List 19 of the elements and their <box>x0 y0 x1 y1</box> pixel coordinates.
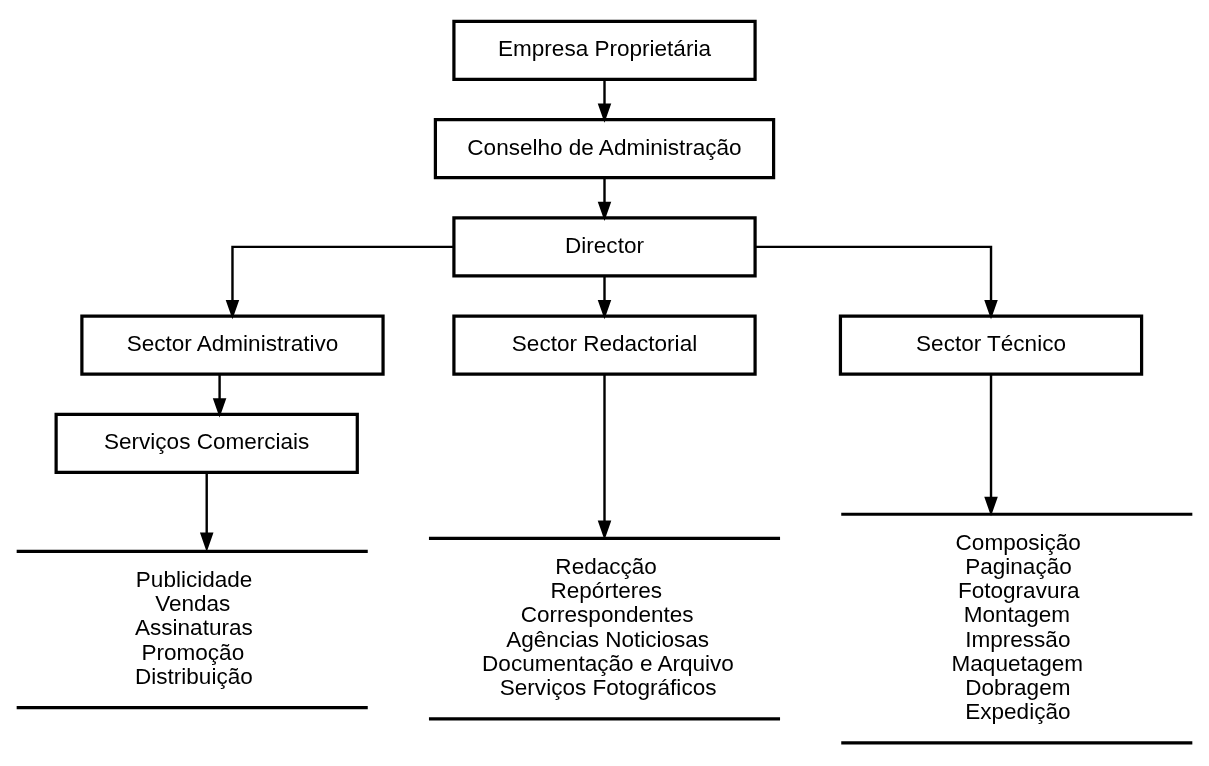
node-box: Conselho de Administração <box>433 118 776 180</box>
arrow <box>212 374 227 418</box>
node-text: Redacção Repórteres Correspondentes Agências Noticiosas Documentação e Arquivo Serviços Fotográficos <box>482 554 734 700</box>
node-box: Serviços Comerciais <box>54 412 359 474</box>
arrow <box>225 245 454 320</box>
node-box: Sector Redactorial <box>452 314 757 376</box>
node-text: Composição Paginação Fotogravura Montagem Impressão Maquetagem Dobragem Expedição <box>951 530 1084 725</box>
arrow <box>597 374 612 540</box>
node-box: Sector Administrativo <box>80 314 385 376</box>
arrow <box>597 178 612 222</box>
arrow <box>755 245 998 320</box>
node-text: Publicidade Vendas Assinaturas Promoção Distribuição <box>135 567 253 689</box>
node-box: Sector Técnico <box>838 314 1144 376</box>
node-box: Empresa Proprietária <box>452 19 757 82</box>
arrow <box>597 79 612 123</box>
arrow <box>597 276 612 320</box>
node-box: Director <box>452 216 757 278</box>
arrow <box>199 472 214 552</box>
arrow <box>984 374 998 517</box>
